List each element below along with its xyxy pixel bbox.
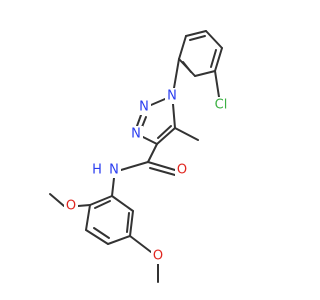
bond-ring2-inner-3 [94, 200, 111, 209]
bond-c5-n1 [172, 103, 176, 129]
atom-amide-h: H [92, 163, 102, 178]
bond-ring1-b [185, 30, 207, 37]
atom-n2-bg [137, 99, 151, 115]
bonds-layer [49, 30, 223, 283]
bond-ring1-e [194, 70, 216, 77]
molecule-structure: N N N Cl N H O O O [0, 0, 300, 300]
bond-ring1-a [178, 35, 187, 60]
bond-ring1-inner-3 [182, 61, 192, 73]
bond-n-ring2 [111, 177, 115, 197]
bond-c4-camide [147, 143, 158, 163]
bond-ring2-c [85, 229, 109, 245]
bond-c4-c5-double [157, 125, 172, 139]
bond-ring1-c [205, 30, 223, 49]
bond-n2-n3 [136, 114, 142, 127]
bond-camide-o [147, 161, 176, 171]
atom-amide-n: N [109, 163, 119, 178]
atom-n1: N [167, 89, 177, 104]
bond-ring1-inner-1 [189, 35, 206, 41]
atom-n2: N [139, 100, 149, 115]
atom-o-carbonyl-bg [175, 162, 189, 178]
bond-ring-n1 [173, 58, 180, 89]
atom-oxygen-methoxy-1: O [66, 199, 76, 214]
bond-c-cl [214, 70, 220, 98]
atom-oxygen-methoxy-2: O [153, 249, 163, 264]
atom-oxygen-carbonyl: O [177, 163, 187, 178]
bond-camide-n [120, 161, 149, 171]
bond-ring2-d [107, 235, 131, 245]
atom-o-methoxy1-bg [64, 198, 78, 214]
bond-ring2-inner-2 [126, 212, 130, 233]
bond-n1-n2 [150, 98, 166, 106]
atom-labels-layer: N N N Cl N H O O O [64, 88, 233, 264]
atom-chlorine: Cl [215, 98, 228, 113]
bond-ring2-a [89, 195, 113, 206]
atom-o-methoxy2-bg [151, 248, 165, 264]
bond-o1-methyl [49, 193, 65, 207]
bond-ring2-e [129, 210, 134, 237]
bond-c5-methyl [174, 127, 199, 141]
atom-n1-bg [165, 88, 179, 104]
bond-n2-n3-double [141, 116, 147, 128]
bond-ring1-d [214, 47, 223, 72]
bond-ring2-inner-1 [93, 227, 110, 239]
atom-nh-bg [107, 162, 121, 178]
bond-ring1-inner-2 [210, 49, 217, 68]
bond-ring2-b [85, 204, 91, 231]
bond-ring2-f [111, 195, 134, 212]
atom-n3-bg [129, 126, 143, 142]
bond-n3-c4 [142, 136, 158, 145]
bond-camide-o-double [149, 167, 176, 176]
background [0, 0, 300, 300]
atom-n3: N [131, 127, 141, 142]
bond-ring2-o2 [129, 235, 152, 253]
bond-c4-c5 [156, 127, 176, 145]
bond-ring2-o1 [77, 204, 91, 207]
atom-h-bg [90, 162, 103, 178]
atom-cl-bg [209, 97, 233, 113]
